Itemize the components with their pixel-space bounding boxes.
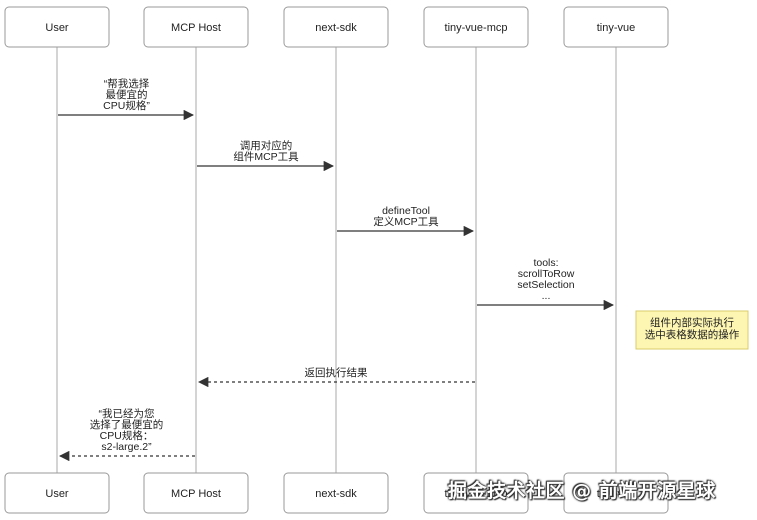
participant-label: tiny-vue-mcp <box>445 22 508 34</box>
message-5: 返回执行结果 <box>197 366 475 388</box>
participant-box-mcp-host-bottom: MCP Host <box>143 472 249 514</box>
message-label-line: 定义MCP工具 <box>373 215 439 228</box>
participant-label: User <box>45 22 69 34</box>
participant-label: MCP Host <box>171 488 221 500</box>
note-text-line: 选中表格数据的操作 <box>645 328 740 341</box>
participant-label: tiny-vue-mcp <box>445 488 508 500</box>
message-label-line: defineTool <box>382 205 430 217</box>
participant-box-tiny-vue-bottom: tiny-vue <box>563 472 669 514</box>
participant-box-next-sdk-bottom: next-sdk <box>283 472 389 514</box>
participant-label: next-sdk <box>315 22 357 34</box>
participant-label: tiny-vue <box>597 488 636 500</box>
participant-label: MCP Host <box>171 22 221 34</box>
participant-box-next-sdk-top: next-sdk <box>283 6 389 48</box>
message-label-line: scrollToRow <box>518 268 575 280</box>
participant-label: User <box>45 488 69 500</box>
note-text-line: 组件内部实际执行 <box>650 316 734 329</box>
message-label-line: 组件MCP工具 <box>233 150 299 163</box>
message-label-line: “帮我选择 <box>104 77 150 90</box>
message-label-line: s2-large.2” <box>101 441 152 453</box>
message-label-line: “我已经为您 <box>99 407 155 420</box>
message-label-line: 最便宜的 <box>106 88 148 101</box>
participant-box-user-top: User <box>4 6 110 48</box>
message-4: tools:scrollToRowsetSelection... <box>477 257 615 311</box>
message-label-line: CPU规格： <box>100 429 154 442</box>
participant-box-tiny-vue-mcp-top: tiny-vue-mcp <box>423 6 529 48</box>
message-label-line: tools: <box>533 257 558 269</box>
message-label-line: 调用对应的 <box>240 139 293 152</box>
message-label-line: ... <box>542 290 551 302</box>
participant-box-user-bottom: User <box>4 472 110 514</box>
message-label-line: CPU规格” <box>103 99 150 112</box>
message-label-line: 选择了最便宜的 <box>90 418 164 431</box>
participant-label: tiny-vue <box>597 22 636 34</box>
participant-label: next-sdk <box>315 488 357 500</box>
message-label-line: setSelection <box>517 279 574 291</box>
participant-box-mcp-host-top: MCP Host <box>143 6 249 48</box>
participant-box-tiny-vue-top: tiny-vue <box>563 6 669 48</box>
participant-box-tiny-vue-mcp-bottom: tiny-vue-mcp <box>423 472 529 514</box>
watermark-text: 掘金技术社区 @ 前端开源星球 <box>448 480 716 502</box>
message-label-line: 返回执行结果 <box>305 366 368 379</box>
